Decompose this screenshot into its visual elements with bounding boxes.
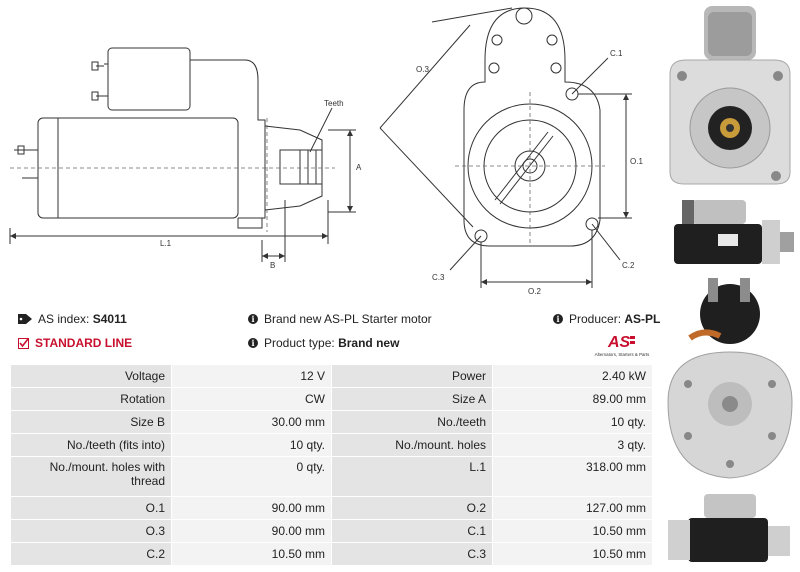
description-text: Brand new AS-PL Starter motor <box>264 312 432 326</box>
spec-value: 30.00 mm <box>171 410 332 434</box>
table-row: C.2 10.50 mm C.3 10.50 mm <box>10 542 653 566</box>
spec-key: O.2 <box>331 496 493 520</box>
info-icon: i <box>553 314 563 324</box>
spec-value: 10.50 mm <box>492 542 653 566</box>
producer-label: Producer: <box>569 312 622 326</box>
dim-c1-label: C.1 <box>610 49 623 58</box>
specs-table: Voltage 12 V Power 2.40 kW Rotation CW S… <box>10 364 653 566</box>
spec-value: 90.00 mm <box>171 519 332 543</box>
photo-side <box>674 200 794 264</box>
as-pl-logo: AS Alternators, Starters & Parts <box>595 334 650 357</box>
spec-value: CW <box>171 387 332 411</box>
drawing-svg: Teeth A B L.1 <box>9 7 643 296</box>
dim-o3-label: O.3 <box>416 65 429 74</box>
spec-value: 10 qty. <box>492 410 653 434</box>
standard-line-label: STANDARD LINE <box>35 336 133 350</box>
spec-value: 127.00 mm <box>492 496 653 520</box>
spec-value: 10.50 mm <box>492 519 653 543</box>
dim-c2-label: C.2 <box>622 261 635 270</box>
logo-text: AS <box>607 334 631 351</box>
table-row: O.3 90.00 mm C.1 10.50 mm <box>10 519 653 543</box>
spec-key: C.1 <box>331 519 493 543</box>
as-index-row: AS index: S4011 <box>18 312 127 326</box>
photo-side-alt <box>668 494 790 562</box>
product-type-value: Brand new <box>338 336 400 350</box>
spec-value: 318.00 mm <box>492 456 653 497</box>
description-row: i Brand new AS-PL Starter motor <box>248 312 432 326</box>
dim-c3-label: C.3 <box>432 273 445 282</box>
photo-rear <box>667 278 793 479</box>
spec-value: 90.00 mm <box>171 496 332 520</box>
teeth-label: Teeth <box>324 99 344 108</box>
spec-key: No./mount. holes with thread <box>10 456 172 497</box>
spec-value: 10.50 mm <box>171 542 332 566</box>
spec-key: C.2 <box>10 542 172 566</box>
spec-key: Voltage <box>10 364 172 388</box>
info-icon: i <box>248 314 258 324</box>
logo-tagline: Alternators, Starters & Parts <box>595 352 650 357</box>
producer-row: i Producer: AS-PL <box>553 312 660 326</box>
spec-key: C.3 <box>331 542 493 566</box>
spec-key: Size A <box>331 387 493 411</box>
spec-key: Power <box>331 364 493 388</box>
check-box-icon <box>18 337 29 349</box>
flange-outline <box>463 7 601 247</box>
table-row: No./mount. holes with thread 0 qty. L.1 … <box>10 456 653 497</box>
spec-value: 89.00 mm <box>492 387 653 411</box>
spec-value: 10 qty. <box>171 433 332 457</box>
spec-value: 2.40 kW <box>492 364 653 388</box>
solenoid-outline <box>107 47 191 111</box>
table-row: No./teeth (fits into) 10 qty. No./mount.… <box>10 433 653 457</box>
producer-value: AS-PL <box>624 312 661 326</box>
product-type-row: i Product type: Brand new <box>248 336 399 350</box>
product-type-label: Product type: <box>264 336 335 350</box>
spec-value: 3 qty. <box>492 433 653 457</box>
technical-drawing: Teeth A B L.1 <box>0 0 660 300</box>
dim-b-label: B <box>270 261 275 270</box>
spec-key: No./teeth <box>331 410 493 434</box>
as-index-value: S4011 <box>92 312 127 326</box>
dim-o2-label: O.2 <box>528 287 541 296</box>
dim-l1-label: L.1 <box>160 239 172 248</box>
table-row: O.1 90.00 mm O.2 127.00 mm <box>10 496 653 520</box>
spec-key: L.1 <box>331 456 493 497</box>
table-row: Rotation CW Size A 89.00 mm <box>10 387 653 411</box>
spec-key: O.3 <box>10 519 172 543</box>
spec-value: 12 V <box>171 364 332 388</box>
table-row: Size B 30.00 mm No./teeth 10 qty. <box>10 410 653 434</box>
info-icon: i <box>248 338 258 348</box>
photo-front <box>669 6 791 185</box>
spec-key: No./mount. holes <box>331 433 493 457</box>
spec-key: O.1 <box>10 496 172 520</box>
dim-o1-label: O.1 <box>630 157 643 166</box>
product-photos <box>660 0 800 572</box>
standard-line-row: STANDARD LINE <box>18 336 132 350</box>
spec-value: 0 qty. <box>171 456 332 497</box>
spec-key: No./teeth (fits into) <box>10 433 172 457</box>
table-row: Voltage 12 V Power 2.40 kW <box>10 364 653 388</box>
as-index-label: AS index: <box>38 312 90 326</box>
spec-key: Rotation <box>10 387 172 411</box>
dim-a-label: A <box>356 163 362 172</box>
tag-icon <box>18 314 32 324</box>
spec-key: Size B <box>10 410 172 434</box>
